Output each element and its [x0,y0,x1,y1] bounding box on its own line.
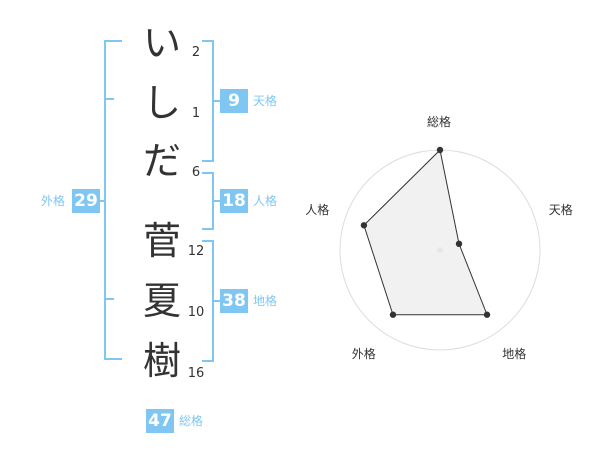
bracket-tick [104,98,114,100]
radar-axis-label: 総格 [427,115,452,129]
radar-point [389,311,397,318]
soukaku-label: 総格 [179,414,204,428]
bracket-tick [202,360,214,362]
radar-point [360,222,368,229]
chikaku-label: 地格 [253,294,278,308]
bracket-tick [202,160,214,162]
bracket-tick [104,298,114,300]
bracket-tick [202,172,214,174]
jinkaku-label: 人格 [253,194,278,208]
stroke-count-1: 2 [191,45,201,60]
bracket-tick [202,240,214,242]
chikaku-value: 38 [220,289,248,313]
radar-point [436,146,444,154]
tenkaku-value: 9 [220,89,248,113]
bracket-tick [104,40,122,42]
gaikaku-label: 外格 [41,194,66,208]
radar-polygon [363,148,488,316]
bracket-connector [98,200,106,202]
name-char-6: 樹 [142,339,181,383]
stroke-count-2: 1 [191,106,201,121]
soukaku-value: 47 [146,409,174,433]
stroke-count-3: 6 [191,165,201,180]
tenkaku-label: 天格 [253,94,278,108]
name-char-4: 菅 [142,219,181,263]
name-char-2: し [142,81,181,125]
radar-axis-label: 天格 [548,203,573,218]
radar-axis-label: 外格 [351,346,376,361]
gaikaku-value: 29 [72,189,100,213]
radar-axis-label: 人格 [305,203,330,218]
name-char-5: 夏 [142,279,181,323]
name-char-1: い [142,21,181,65]
bracket-tick [202,40,214,42]
bracket-connector [212,300,220,302]
stroke-count-6: 16 [187,366,205,381]
bracket-connector [212,100,220,102]
bracket-tick [202,228,214,230]
radar-point [483,311,491,318]
bracket-connector [212,200,220,202]
radar-axis-label: 地格 [502,346,527,361]
name-char-3: だ [142,139,181,183]
stroke-count-4: 12 [187,244,205,259]
bracket-tick [104,358,122,360]
jinkaku-value: 18 [220,189,248,213]
radar-point [455,240,463,248]
stroke-count-5: 10 [187,305,205,320]
